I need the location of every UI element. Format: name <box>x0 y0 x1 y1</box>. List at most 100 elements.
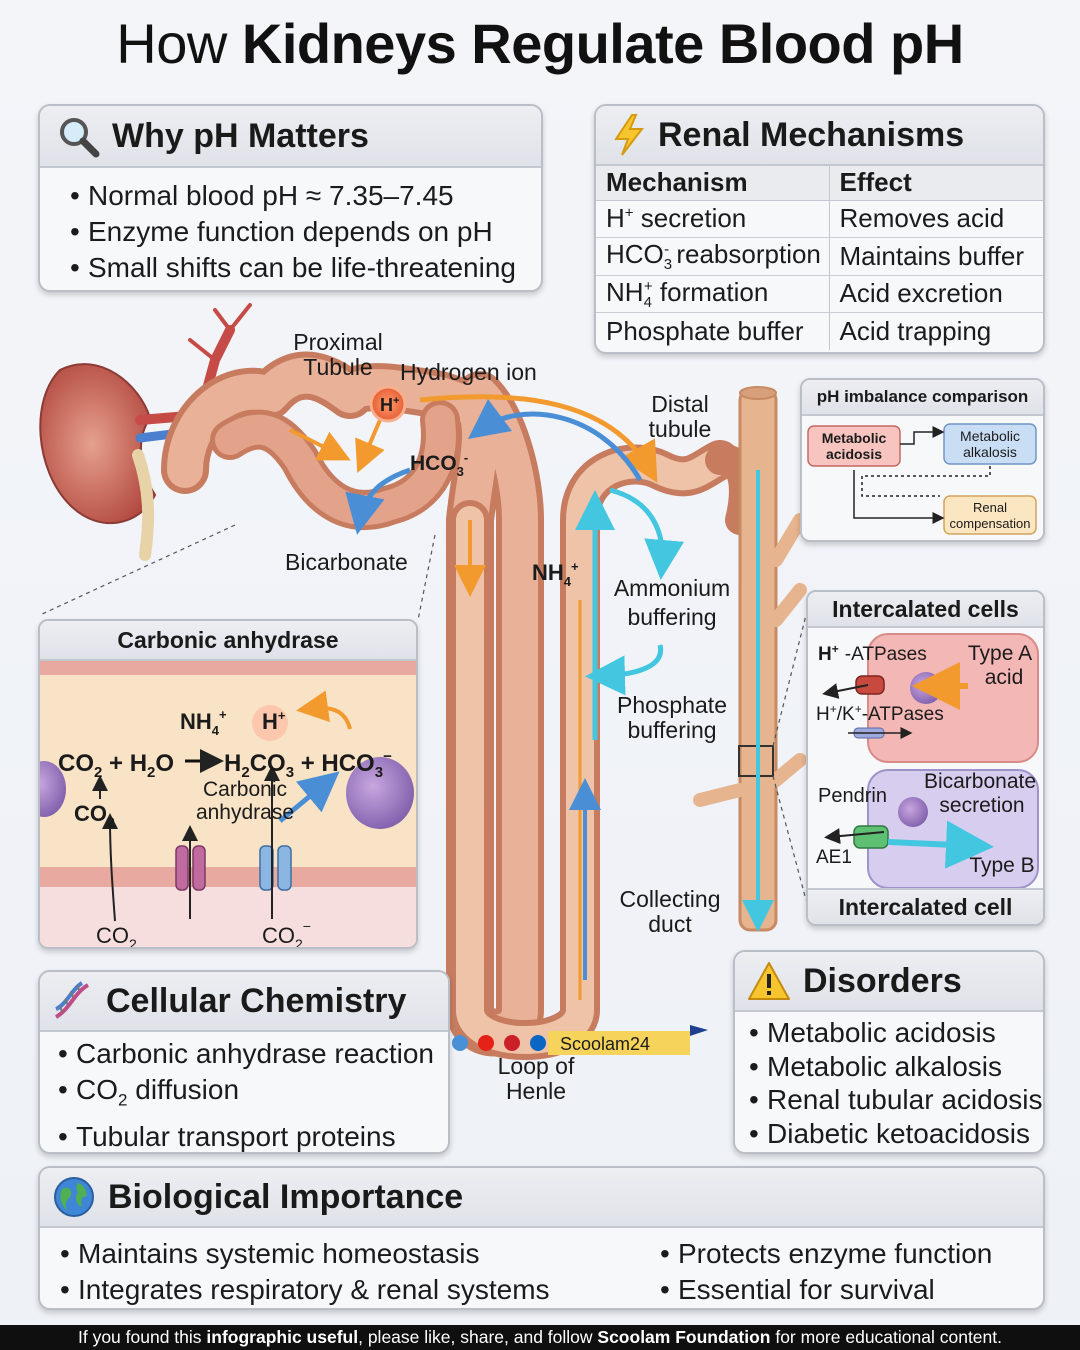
list-item: CO2 diffusion <box>52 1072 448 1119</box>
list-item: Metabolic acidosis <box>743 1016 1043 1050</box>
biological-importance-card: Biological Importance Maintains systemic… <box>38 1166 1045 1310</box>
disorders-header: Disorders <box>735 952 1043 1012</box>
proximal-tubule-label-2: Tubule <box>303 354 372 380</box>
list-item: Carbonic anhydrase reaction <box>52 1036 448 1072</box>
type-a-label: Type A <box>968 642 1032 665</box>
h-ion-label: H+ <box>262 708 286 734</box>
column-header-mechanism: Mechanism <box>596 166 830 201</box>
renal-compensation-label-2: compensation <box>950 516 1031 531</box>
footer-banner: If you found this infographic useful, pl… <box>0 1325 1080 1350</box>
intercalated-cell-footer: Intercalated cell <box>808 888 1043 924</box>
intercalated-cell-illustration: H+-ATPases Type A acid H+/K+-ATPases Pen… <box>816 633 1039 889</box>
list-item: Normal blood pH ≈ 7.35–7.45 <box>64 178 541 214</box>
mechanism-cell: H+ secretion <box>596 199 830 238</box>
why-ph-matters-card: Why pH Matters Normal blood pH ≈ 7.35–7.… <box>38 104 543 292</box>
social-watermark: Scoolam24 <box>402 1025 708 1055</box>
h-atpase-label: H+-ATPases <box>818 642 927 665</box>
effect-cell: Acid excretion <box>829 274 1043 313</box>
table-row: HCO3- reabsorption Maintains buffer <box>596 237 1043 275</box>
co2-diffusion-label: CO2 <box>74 801 115 830</box>
collecting-duct-label-2: duct <box>648 911 692 937</box>
co2-bottom-label: CO2 <box>96 923 137 947</box>
ph-imbalance-card: pH imbalance comparison Metabolic acidos… <box>800 378 1045 542</box>
list-item: Metabolic alkalosis <box>743 1050 1043 1084</box>
cellular-chemistry-title: Cellular Chemistry <box>106 981 407 1020</box>
reaction-equation-right: H2CO3 + HCO3− <box>224 748 392 781</box>
mechanism-cell: HCO3- reabsorption <box>596 237 830 275</box>
metabolic-acidosis-label-2: acidosis <box>826 446 882 462</box>
hydrogen-ion-label: Hydrogen ion <box>400 359 537 385</box>
enzyme-label: Carbonic <box>203 778 287 801</box>
ph-imbalance-flowchart: Metabolic acidosis Metabolic alkalosis R… <box>807 423 1037 535</box>
why-ph-matters-list: Normal blood pH ≈ 7.35–7.45 Enzyme funct… <box>40 168 541 286</box>
intercalated-cells-header: Intercalated cells <box>808 592 1043 628</box>
loop-of-henle-label-2: Henle <box>506 1078 566 1104</box>
type-a-label-2: acid <box>985 666 1024 689</box>
proximal-tubule-label: Proximal <box>293 329 382 355</box>
hydrogen-ion-symbol: H+ <box>380 395 399 415</box>
nh4-label: NH4+ <box>180 707 227 738</box>
type-b-label: Type B <box>969 854 1034 877</box>
intercalated-cells-card: Intercalated cells H+-ATPases Type A aci… <box>806 590 1045 926</box>
cellular-chemistry-card: Cellular Chemistry Carbonic anhydrase re… <box>38 970 450 1154</box>
list-item: Protects enzyme function <box>654 1236 992 1272</box>
cellular-chemistry-list: Carbonic anhydrase reaction CO2 diffusio… <box>40 1032 448 1152</box>
effect-cell: Acid trapping <box>829 312 1043 350</box>
mechanisms-table: Mechanism Effect H+ secretion Removes ac… <box>596 166 1043 350</box>
renal-compensation-label: Renal <box>973 500 1007 515</box>
carbonic-anhydrase-illustration: NH4+ H+ CO2 + H2O H2CO3 + HCO3− Carbonic… <box>40 661 416 947</box>
watermark-handle: Scoolam24 <box>560 1034 650 1054</box>
collecting-duct-label: Collecting <box>620 886 721 912</box>
bicarbonate-secretion-label: Bicarbonate <box>924 770 1036 793</box>
dna-icon <box>54 981 90 1019</box>
pendrin-label: Pendrin <box>818 785 887 807</box>
list-item: Enzyme function depends on pH <box>64 214 541 250</box>
disorders-card: Disorders Metabolic acidosis Metabolic a… <box>733 950 1045 1154</box>
list-item: Diabetic ketoacidosis <box>743 1117 1043 1151</box>
biological-importance-header: Biological Importance <box>40 1168 1043 1228</box>
magnifier-icon <box>60 118 100 158</box>
renal-mechanisms-header: Renal Mechanisms <box>596 106 1043 166</box>
renal-mechanisms-title: Renal Mechanisms <box>658 115 965 154</box>
bicarbonate-secretion-label-2: secretion <box>939 794 1024 817</box>
disorders-title: Disorders <box>803 961 962 1000</box>
table-row: H+ secretion Removes acid <box>596 199 1043 238</box>
biological-importance-left-list: Maintains systemic homeostasis Integrate… <box>54 1236 654 1308</box>
ammonium-buffering-label-2: buffering <box>627 604 716 630</box>
phosphate-buffering-label: Phosphate <box>617 692 727 718</box>
hk-atpase-label: H+/K+-ATPases <box>816 702 944 725</box>
effect-cell: Removes acid <box>829 199 1043 238</box>
lightning-icon <box>614 114 645 156</box>
why-ph-matters-title: Why pH Matters <box>112 116 369 155</box>
cellular-chemistry-header: Cellular Chemistry <box>40 972 448 1032</box>
distal-tubule-label-2: tubule <box>649 416 712 442</box>
phosphate-buffering-label-2: buffering <box>627 717 716 743</box>
bicarbonate-label: Bicarbonate <box>285 549 408 575</box>
carbonic-anhydrase-header: Carbonic anhydrase <box>40 621 416 661</box>
table-header-row: Mechanism Effect <box>596 166 1043 201</box>
reaction-equation-left: CO2 + H2O <box>58 750 174 781</box>
distal-tubule-label: Distal <box>651 391 709 417</box>
list-item: Integrates respiratory & renal systems <box>54 1272 654 1308</box>
column-header-effect: Effect <box>829 166 1043 201</box>
list-item: Essential for survival <box>654 1272 992 1308</box>
metabolic-acidosis-label: Metabolic <box>822 430 887 446</box>
globe-icon <box>54 1177 94 1217</box>
biological-importance-title: Biological Importance <box>108 1177 464 1216</box>
list-item: Tubular transport proteins <box>52 1119 448 1152</box>
biological-importance-right-list: Protects enzyme function Essential for s… <box>654 1236 992 1308</box>
disorders-list: Metabolic acidosis Metabolic alkalosis R… <box>735 1012 1043 1150</box>
biological-importance-columns: Maintains systemic homeostasis Integrate… <box>40 1228 1043 1308</box>
ammonium-buffering-label: Ammonium <box>614 575 730 601</box>
ammonium-symbol: NH4+ <box>532 559 579 589</box>
mechanism-cell: NH4+ formation <box>596 274 830 313</box>
warning-icon <box>748 962 790 1000</box>
carbonic-anhydrase-card: Carbonic anhydrase NH4+ H+ CO2 + H2O H2C… <box>38 619 418 949</box>
mechanism-cell: Phosphate buffer <box>596 312 830 350</box>
page-title: How Kidneys Regulate Blood pH <box>116 12 964 75</box>
loop-of-henle-label: Loop of <box>498 1053 575 1079</box>
table-row: NH4+ formation Acid excretion <box>596 274 1043 313</box>
list-item: Small shifts can be life-threatening <box>64 250 541 286</box>
hydrogen-ion-bubble <box>369 385 407 423</box>
